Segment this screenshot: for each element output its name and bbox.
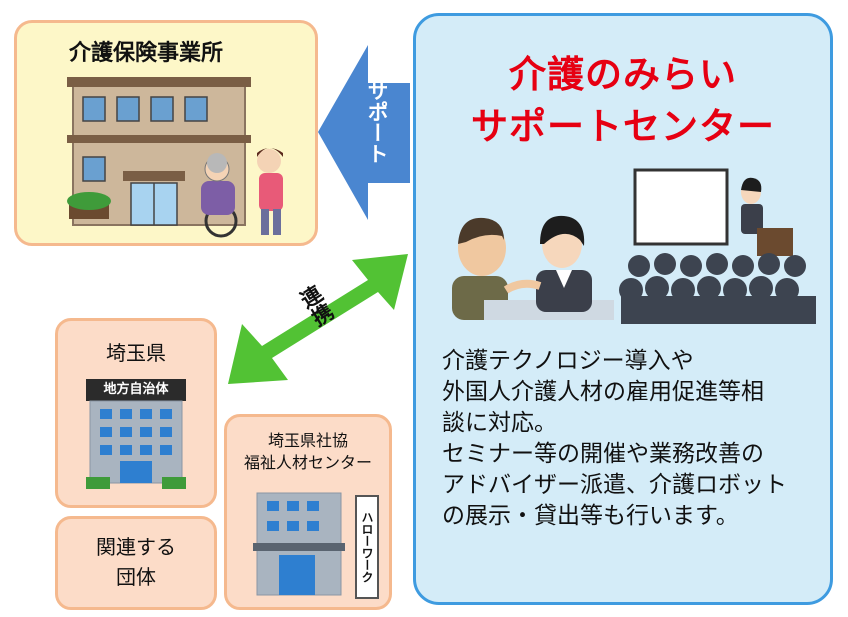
care-office-title: 介護保険事業所 (69, 41, 224, 66)
care-office-box: 介護保険事業所 (14, 20, 318, 246)
related-org-box: 関連する 団体 (55, 516, 217, 610)
consultation-illustration (452, 215, 614, 320)
center-desc-line-1: 介護テクノロジー導入や (442, 348, 694, 374)
support-arrow (318, 45, 410, 220)
related-org-line1: 関連する (96, 535, 176, 559)
center-title-line2: サポートセンター (471, 105, 775, 148)
support-center-box: 介護のみらい サポートセンター 介護テクノロジー導入や 外国人介護人材の雇用促 (413, 13, 833, 605)
local-gov-building-illustration (86, 400, 186, 489)
saitama-box: 埼玉県 地方自治体 (55, 318, 217, 508)
care-building-illustration (67, 77, 283, 238)
related-org-line2: 団体 (116, 565, 156, 589)
center-desc-line-5: アドバイザー派遣、介護ロボット (442, 472, 787, 498)
center-title-line1: 介護のみらい (509, 53, 737, 96)
center-desc-line-6: の展示・貸出等も行います。 (442, 503, 739, 529)
center-desc-line-4: セミナー等の開催や業務改善の (442, 441, 764, 467)
saitama-title: 埼玉県 (106, 341, 166, 365)
welfare-center-line2: 福祉人材センター (243, 453, 372, 472)
support-arrow-label: サポート (365, 80, 389, 164)
seminar-illustration (619, 168, 816, 324)
cooperation-arrow (228, 254, 408, 384)
welfare-center-line1: 埼玉県社協 (267, 431, 348, 450)
hello-work-sign: ハローワーク (355, 495, 379, 599)
local-gov-sign: 地方自治体 (86, 379, 186, 401)
welfare-center-box: 埼玉県社協 福祉人材センター ハローワーク (224, 414, 392, 610)
center-desc-line-3: 談に対応。 (442, 410, 557, 436)
center-desc-line-2: 外国人介護人材の雇用促進等相 (442, 379, 764, 405)
hello-work-building-illustration (253, 492, 345, 596)
